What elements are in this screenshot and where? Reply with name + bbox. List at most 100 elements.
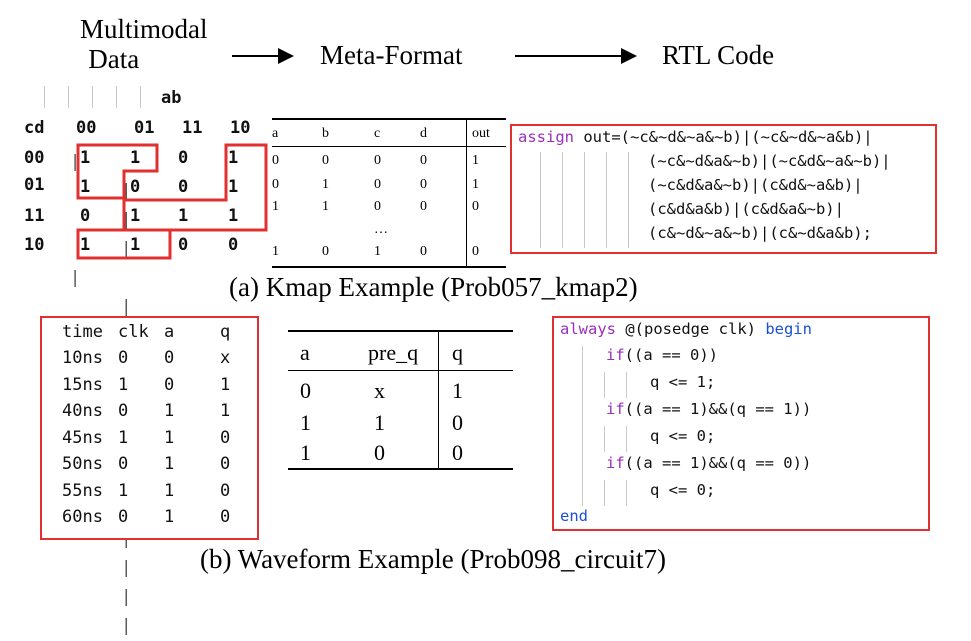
wv-cell: 10ns (62, 348, 103, 368)
guide-line (626, 426, 627, 452)
wv-header: a (164, 322, 175, 342)
wave-code-line-5: q <= 0; (650, 427, 716, 445)
guide-line (626, 480, 627, 506)
tt-cell: 0 (472, 244, 479, 259)
tt-cell: 1 (472, 153, 479, 168)
guide-line (606, 152, 607, 248)
guide-line (44, 86, 45, 108)
tt-cell: 0 (420, 244, 427, 259)
kmap-col-header: 11 (182, 118, 203, 138)
wv-cell: 45ns (62, 427, 103, 448)
tt-cell: 0 (472, 199, 479, 214)
kmap-group-top-left (76, 143, 159, 200)
kmap-row-header: 00 (24, 148, 45, 168)
tt-cell: 0 (374, 153, 381, 168)
kmap-row-header: 10 (24, 235, 45, 255)
kmap-row-var: cd (24, 118, 45, 138)
kmap-cell: 1 (228, 148, 239, 168)
guide-line (140, 86, 141, 108)
tt-cell: 0 (420, 199, 427, 214)
guide-line (92, 86, 93, 108)
wv-cell: 1 (164, 480, 175, 501)
tt-cell: 0 (322, 244, 329, 259)
kmap-code-line-4: (c&d&a&b)|(c&d&a&~b)| (648, 200, 844, 218)
wv-cell: 1 (164, 507, 175, 527)
kmap-cell: 0 (228, 235, 239, 255)
kmap-cell: 1 (228, 206, 239, 226)
kmap-code-line-3: (~c&d&a&~b)|(c&d&~a&b)| (648, 176, 863, 194)
truth-table: a b c d out 0 0 0 0 1 0 1 0 0 1 1 1 0 0 … (272, 118, 506, 268)
wv-cell: 0 (118, 348, 129, 368)
tt-cell: 1 (472, 177, 479, 192)
tt-cell: 0 (420, 177, 427, 192)
step-multimodal-line1: Multimodal (80, 14, 208, 44)
guide-line (628, 152, 629, 248)
tt-cell: 0 (374, 177, 381, 192)
wv-cell: 0 (164, 348, 175, 368)
kmap-code-line-5: (c&~d&~a&~b)|(c&~d&a&b); (648, 224, 872, 242)
mt-header: q (452, 340, 463, 365)
tt-header: b (322, 126, 329, 141)
tt-cell: 0 (374, 199, 381, 214)
wv-cell: 0 (220, 427, 231, 448)
mt-cell: 0 (452, 440, 463, 465)
wv-cell: 0 (220, 454, 231, 474)
kw-begin: begin (765, 320, 812, 338)
kw-if: if (606, 400, 625, 418)
tt-cell: 1 (272, 199, 279, 214)
table-rule-header (272, 146, 506, 147)
guide-line (116, 86, 117, 108)
kmap-code-line-1: assign out=(~c&~d&~a&~b)|(~c&~d&~a&b)| (518, 128, 873, 146)
wave-code-line-6: if((a == 1)&&(q == 0)) (606, 454, 811, 472)
kmap-groupings (76, 143, 268, 260)
kmap-code-line-1-text: out=(~c&~d&~a&~b)|(~c&~d&~a&b)| (574, 128, 873, 146)
waveform-box (40, 316, 259, 540)
table-rule-header (288, 370, 513, 371)
wv-header: time (62, 322, 103, 342)
guide-line (584, 152, 585, 248)
tt-cell: 0 (272, 177, 279, 192)
kmap-col-header: 01 (134, 118, 155, 138)
kmap-col-var: ab (161, 88, 182, 108)
wv-cell: 55ns (62, 480, 103, 501)
kmap-cell: 1 (130, 206, 141, 226)
table-divider (466, 118, 467, 268)
mt-cell: 1 (452, 378, 463, 403)
wv-cell: 1 (118, 427, 129, 448)
kmap-code-line-2: (~c&~d&a&~b)|(~c&d&~a&~b)| (648, 152, 891, 170)
guide-line (604, 426, 605, 452)
wave-code-line-4: if((a == 1)&&(q == 1)) (606, 400, 811, 418)
wv-cell: 1 (220, 401, 231, 421)
kmap-group-bottom-left (76, 228, 172, 260)
mt-cell: 1 (300, 410, 311, 435)
wv-cell: 0 (220, 507, 231, 527)
mt-cell: x (374, 378, 385, 403)
step-meta-format: Meta-Format (320, 40, 463, 70)
mt-cell: 0 (374, 440, 385, 465)
kmap-cell: 0 (80, 206, 91, 226)
wv-cell: 40ns (62, 401, 103, 421)
kw-always: always (560, 320, 616, 338)
guide-line (604, 372, 605, 398)
kmap-cell: 0 (130, 177, 141, 197)
wave-code-l6-rest: ((a == 1)&&(q == 0)) (624, 454, 812, 472)
kmap-cell: 0 (178, 235, 189, 255)
mt-cell: 0 (300, 378, 311, 403)
wv-cell: 50ns (62, 454, 103, 474)
tt-cell: 0 (420, 153, 427, 168)
kmap-row-header: 11 (24, 206, 45, 226)
wv-cell: 0 (164, 374, 175, 395)
arrow-1 (232, 48, 294, 64)
kmap-row-header: 01 (24, 175, 45, 195)
mt-header: pre_q (368, 340, 419, 365)
guide-line (582, 346, 583, 506)
wv-cell: 1 (164, 454, 175, 474)
kmap-cell: 1 (80, 148, 91, 168)
wv-cell: 0 (220, 480, 231, 501)
tt-header: out (472, 126, 490, 141)
wave-code-line-2: if((a == 0)) (606, 346, 718, 364)
kw-assign: assign (518, 128, 574, 146)
arrow-2 (515, 48, 637, 64)
table-divider (438, 330, 439, 470)
guide-line (540, 152, 541, 248)
